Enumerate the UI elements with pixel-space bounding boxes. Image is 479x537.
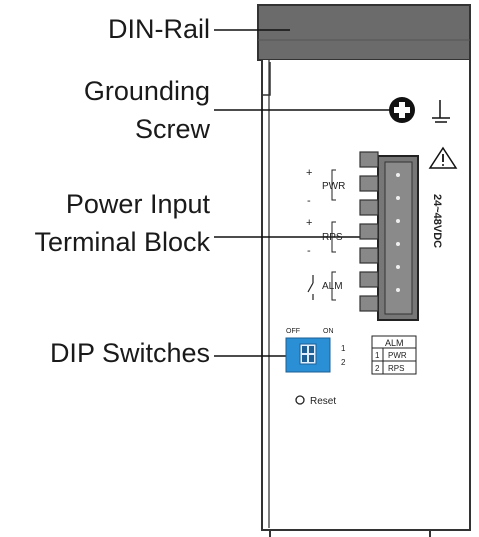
pwr-plus: + [306,167,312,179]
grounding-screw [389,97,415,123]
alm-row-1-label: PWR [388,351,407,360]
din-rail [257,4,471,61]
ground-symbol-icon [432,100,450,123]
alm-table-header: ALM [385,338,404,348]
rps-label: RPS [322,232,343,243]
power-label-line2: Terminal Block [34,227,210,257]
terminal-block [359,151,419,321]
power-input-label: Power Input Terminal Block [0,185,210,261]
device-body [261,60,471,531]
reset-label: Reset [310,396,336,407]
pwr-minus: - [307,195,311,207]
dip-on-label: ON [323,328,334,335]
dip-switch[interactable] [285,337,331,373]
power-label-line1: Power Input [65,189,210,219]
rps-plus: + [306,217,312,229]
grounding-label-line1: Grounding [83,76,210,106]
alm-table [371,335,417,375]
warning-triangle-icon [428,146,458,169]
grounding-label-line2: Screw [134,114,210,144]
voltage-label: 24~48VDC [431,194,443,248]
dip-off-label: OFF [286,328,300,335]
din-rail-label: DIN-Rail [107,14,210,44]
alm-row-2-num: 2 [375,364,380,373]
dip-switches-label: DIP Switches [49,338,210,368]
grounding-screw-label: Grounding Screw [40,72,210,148]
rps-minus: - [307,245,311,257]
alm-row-1-num: 1 [375,351,380,360]
reset-button[interactable] [295,395,305,405]
alm-label: ALM [322,281,343,292]
relay-switch-icon [307,275,314,300]
pwr-label: PWR [322,181,345,192]
dip-num-2: 2 [341,358,346,367]
alm-row-2-label: RPS [388,364,404,373]
dip-num-1: 1 [341,344,346,353]
